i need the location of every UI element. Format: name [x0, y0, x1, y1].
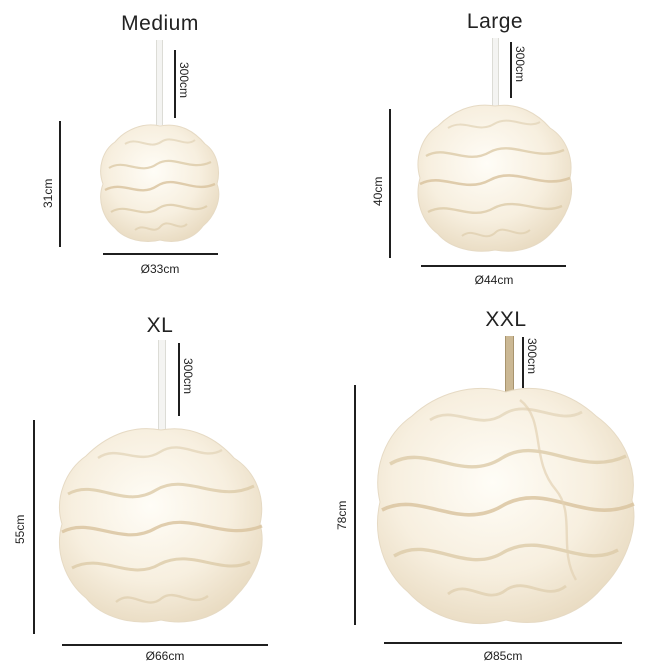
- lamp-xxl-cord: [505, 336, 514, 394]
- lamp-xl-title: XL: [146, 314, 174, 337]
- lamp-medium-cord-length-label: 300cm: [177, 62, 191, 99]
- lamp-medium-cord: [156, 40, 163, 125]
- lamp-medium-diameter-line: [103, 253, 218, 255]
- wavy-pendant-lamp-icon: [377, 387, 635, 624]
- lamp-xl-shade: [59, 428, 263, 623]
- lamp-xxl-diameter-label: Ø85cm: [483, 649, 523, 663]
- lamp-xl-diameter-label: Ø66cm: [145, 649, 185, 663]
- wavy-pendant-lamp-icon: [100, 124, 220, 242]
- lamp-xxl-height-label: 78cm: [335, 500, 349, 530]
- lamp-large-height-line: [389, 109, 391, 258]
- lamp-xxl-cord-dimension-line: [522, 337, 524, 388]
- wavy-pendant-lamp-icon: [417, 104, 572, 252]
- lamp-xxl-cord-length-label: 300cm: [525, 338, 539, 375]
- lamp-medium-height-line: [59, 121, 61, 247]
- lamp-xxl-shade: [377, 387, 635, 624]
- lamp-xl-cord-length-label: 300cm: [181, 358, 195, 395]
- lamp-xl-height-line: [33, 420, 35, 634]
- lamp-medium-title: Medium: [121, 12, 199, 35]
- lamp-medium-shade: [100, 124, 220, 242]
- lamp-xl-height-label: 55cm: [13, 514, 27, 544]
- lamp-large-height-label: 40cm: [371, 176, 385, 206]
- lamp-large-cord-length-label: 300cm: [513, 46, 527, 83]
- lamp-xl-cord: [158, 340, 166, 432]
- wavy-pendant-lamp-icon: [59, 428, 263, 623]
- lamp-large-shade: [417, 104, 572, 252]
- lamp-large-diameter-line: [421, 265, 566, 267]
- lamp-large-cord: [492, 38, 499, 106]
- lamp-xl-diameter-line: [62, 644, 268, 646]
- lamp-large-cord-dimension-line: [510, 42, 512, 98]
- lamp-medium-diameter-label: Ø33cm: [140, 262, 180, 276]
- lamp-large-diameter-label: Ø44cm: [474, 273, 514, 287]
- lamp-medium-height-label: 31cm: [41, 178, 55, 208]
- lamp-xl-cord-dimension-line: [178, 343, 180, 416]
- lamp-large-title: Large: [466, 10, 524, 33]
- lamp-medium-cord-dimension-line: [174, 50, 176, 118]
- lamp-xxl-height-line: [354, 385, 356, 625]
- lamp-xxl-title: XXL: [485, 308, 527, 331]
- lamp-xxl-diameter-line: [384, 642, 622, 644]
